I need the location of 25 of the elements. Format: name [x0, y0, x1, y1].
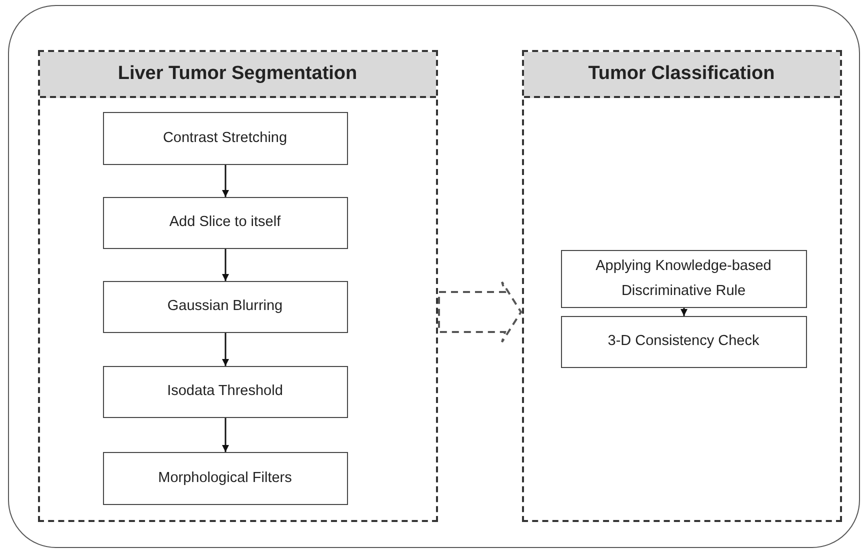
process-box [102, 452, 348, 504]
process-box [102, 366, 348, 418]
step-label: 3-D Consistency Check [608, 332, 760, 352]
process-box [560, 250, 806, 308]
dashed-panel [38, 50, 438, 522]
process-box [560, 316, 806, 368]
outer-frame [8, 5, 860, 548]
process-box [102, 112, 348, 164]
panel-header: Liver Tumor Segmentation [40, 52, 436, 98]
step-label: Gaussian Blurring [167, 297, 283, 316]
step-label: Add Slice to itself [169, 213, 281, 232]
step-label: Applying Knowledge-based Discriminative Rule [594, 256, 772, 300]
arrow [680, 308, 688, 316]
step-label: Contrast Stretching [162, 128, 288, 148]
panel-header: Tumor Classification [524, 52, 840, 98]
step-label: Morphological Filters [158, 468, 292, 488]
arrow [438, 281, 522, 343]
arrow [222, 418, 229, 452]
step-label: Isodata Threshold [167, 382, 283, 402]
arrow [222, 165, 229, 197]
arrow [222, 249, 229, 281]
process-box [102, 280, 348, 332]
process-box [102, 196, 348, 248]
dashed-panel [522, 50, 842, 522]
arrow [222, 333, 229, 366]
